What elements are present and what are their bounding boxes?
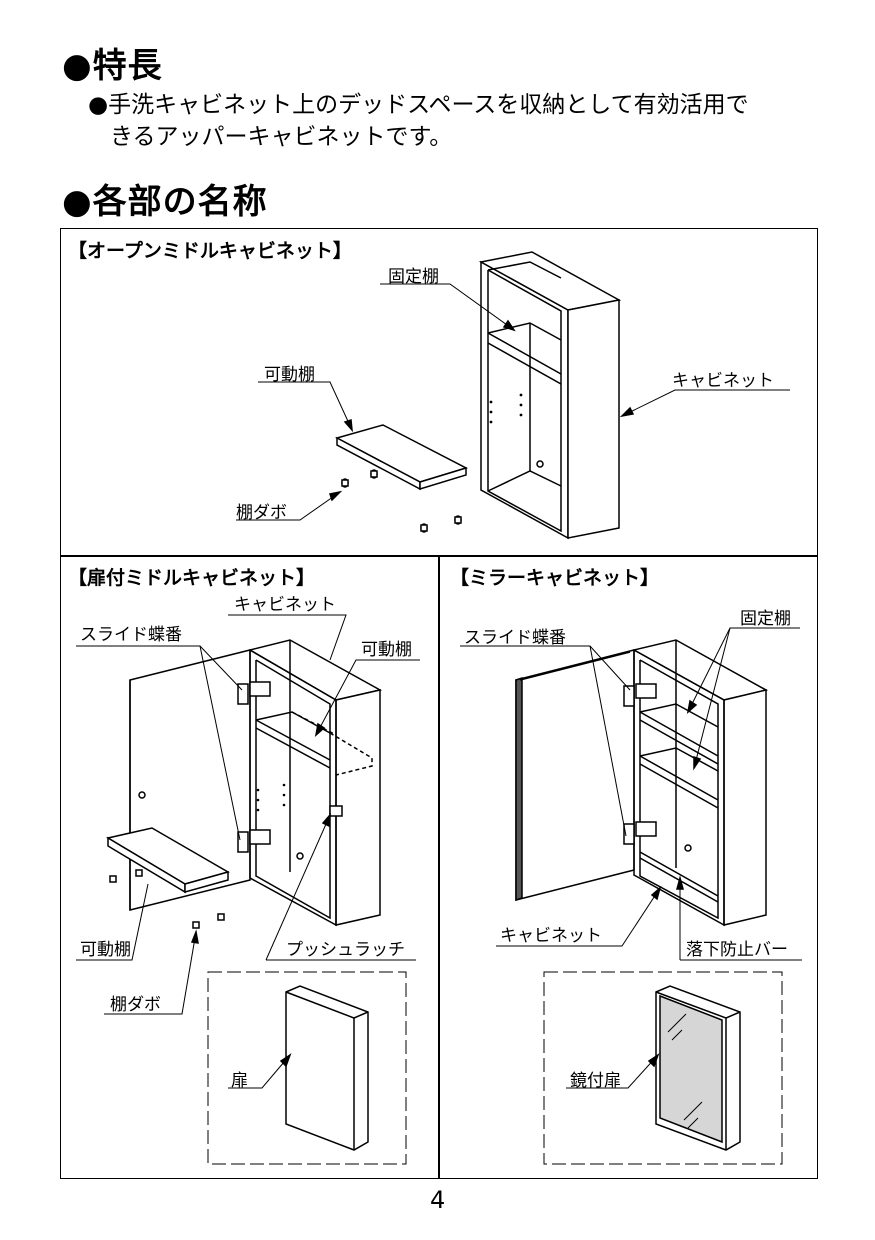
door-push-latch-label: プッシュラッチ [286,940,405,960]
features-bullet: ●手洗キャビネット上のデッドスペースを収納として有効活用で [88,92,749,118]
door-movable-shelf-bottom-label: 可動棚 [80,940,131,960]
mirror-fixed-shelf-label: 固定棚 [740,609,791,629]
door-movable-shelf-top-label: 可動棚 [361,640,412,660]
mirror-cabinet-title: 【ミラーキャビネット】 [450,567,660,589]
open-cabinet-label: キャビネット [672,371,774,391]
mirror-door-label: 鏡付扉 [570,1071,621,1091]
door-dowel-label: 棚ダボ [110,995,161,1015]
mirror-hinge-label: スライド蝶番 [464,628,566,648]
door-cabinet-label: キャビネット [234,595,336,615]
door-hinge-label: スライド蝶番 [80,625,182,645]
features-heading: ●特長 [62,46,163,86]
mirror-cabinet-label: キャビネット [500,926,602,946]
door-cabinet-panel [60,555,440,1179]
door-door-label: 扉 [231,1071,248,1091]
features-bullet-cont: きるアッパーキャビネットです。 [110,124,453,150]
mirror-fall-bar-label: 落下防止バー [686,940,788,960]
open-cabinet-title: 【オープンミドルキャビネット】 [68,240,352,262]
door-cabinet-title: 【扉付ミドルキャビネット】 [68,567,316,589]
open-fixed-shelf-label: 固定棚 [388,267,439,287]
open-dowel-label: 棚ダボ [236,503,287,523]
parts-heading: ●各部の名称 [62,182,268,222]
open-movable-shelf-label: 可動棚 [264,365,315,385]
page-number: 4 [430,1186,446,1214]
mirror-cabinet-panel [438,555,818,1179]
